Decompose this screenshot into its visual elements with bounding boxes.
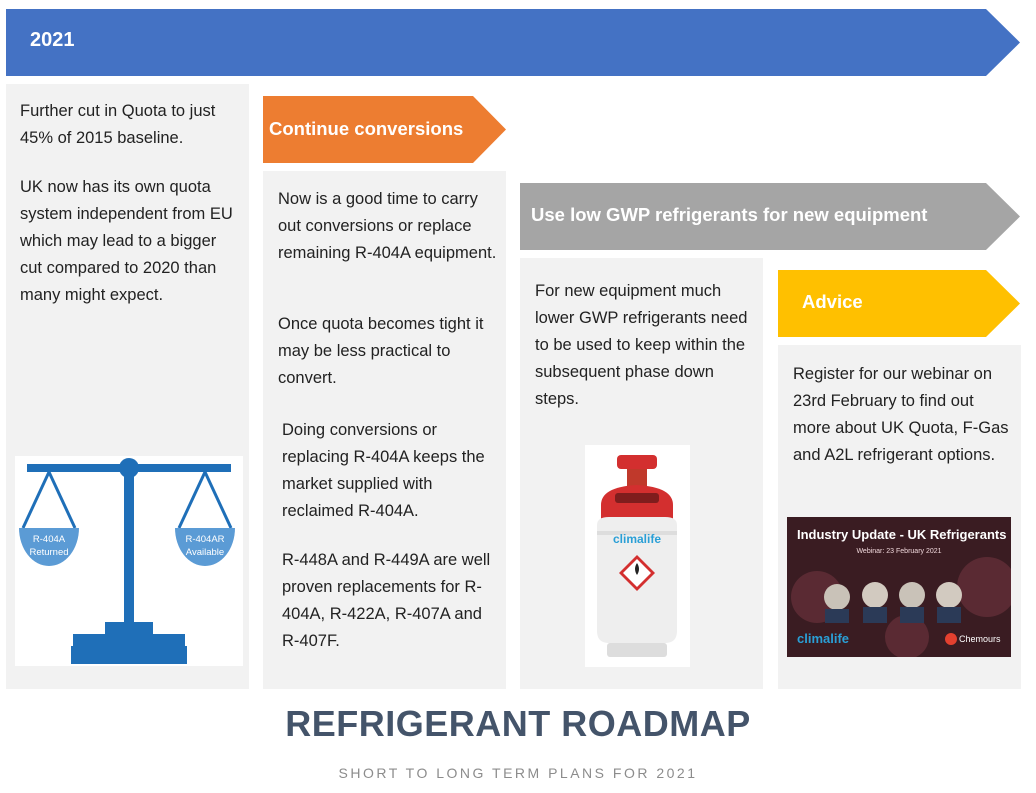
webinar-background: [791, 557, 1011, 657]
page-subtitle: SHORT TO LONG TERM PLANS FOR 2021: [338, 765, 698, 781]
webinar-title: Industry Update - UK Refrigerants: [797, 527, 1007, 542]
new-equipment-paragraph: For new equipment much lower GWP refrige…: [535, 282, 748, 408]
banner-arrow-shape: [6, 9, 1020, 76]
left-pan-line-2: Returned: [29, 547, 68, 558]
refrigerant-cylinder-icon: climalife: [597, 455, 677, 657]
conversions-paragraph-3: Doing conversions or replacing R-404A ke…: [282, 421, 485, 520]
conversions-paragraph-1: Now is a good time to carry out conversi…: [278, 190, 497, 262]
scale-illustration: R-404A Returned R-404AR Available: [15, 456, 243, 666]
low-gwp-heading: Use low GWP refrigerants for new equipme…: [531, 204, 928, 225]
column-advice: Register for our webinar on 23rd Februar…: [778, 345, 1021, 689]
continue-conversions-heading: Continue conversions: [269, 118, 464, 139]
webinar-chemours-logo: Chemours: [959, 634, 1001, 644]
speaker-3: [899, 582, 925, 608]
page-title: REFRIGERANT ROADMAP: [285, 703, 751, 744]
webinar-date: Webinar: 23 February 2021: [856, 548, 942, 555]
scale-icon: R-404A Returned R-404AR Available: [19, 458, 235, 664]
quota-paragraph-2: UK now has its own quota system independ…: [20, 178, 233, 304]
low-gwp-arrow: Use low GWP refrigerants for new equipme…: [520, 183, 1022, 250]
quota-paragraph-1: Further cut in Quota to just 45% of 2015…: [20, 102, 216, 147]
right-pan-line-1: R-404AR: [185, 534, 224, 545]
grey-arrow-shape: [520, 183, 1020, 250]
speaker-1: [824, 584, 850, 610]
orange-arrow-shape: [263, 96, 506, 163]
speaker-2: [862, 582, 888, 608]
year-banner: 2021: [6, 9, 1022, 76]
chemours-logo-icon: [945, 633, 957, 645]
advice-heading: Advice: [802, 291, 863, 312]
conversions-paragraph-2: Once quota becomes tight it may be less …: [278, 315, 484, 387]
conversions-paragraph-4: R-448A and R-449A are well proven replac…: [282, 551, 491, 650]
cylinder-brand: climalife: [613, 532, 661, 546]
column-quota: Further cut in Quota to just 45% of 2015…: [6, 84, 249, 689]
advice-paragraph: Register for our webinar on 23rd Februar…: [793, 365, 1009, 464]
continue-conversions-arrow: Continue conversions: [263, 96, 507, 163]
column-new-equipment: For new equipment much lower GWP refrige…: [520, 258, 763, 689]
advice-arrow: Advice: [778, 270, 1022, 337]
yellow-arrow-shape: [778, 270, 1020, 337]
cylinder-illustration: climalife: [585, 445, 690, 667]
year-label: 2021: [30, 29, 75, 51]
left-pan-line-1: R-404A: [33, 534, 66, 545]
webinar-climalife-logo: climalife: [797, 631, 850, 646]
webinar-banner[interactable]: Industry Update - UK Refrigerants Webina…: [787, 517, 1011, 657]
right-pan-line-2: Available: [186, 547, 224, 558]
column-conversions: Now is a good time to carry out conversi…: [263, 171, 506, 689]
speaker-4: [936, 582, 962, 608]
